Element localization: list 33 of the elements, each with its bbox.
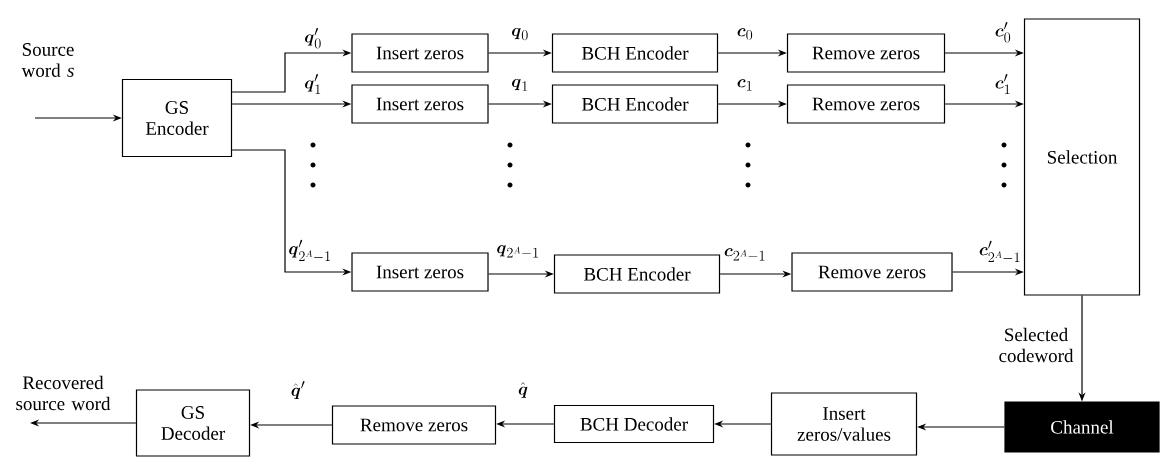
edge-label: $\boldsymbol{q}_{0}$ [512,28,528,41]
edge-label: $\boldsymbol{q}'_{2^{A}-1}$ [289,239,330,261]
edge-label: $\boldsymbol{c}'_{0}$ [995,21,1011,43]
process-box: Insert zeros [351,33,489,73]
edge-label: $\boldsymbol{q}_{2^{A}-1}$ [497,245,538,258]
edge-label: $\boldsymbol{c}_{0}$ [737,28,753,40]
process-box: Remove zeros [786,84,946,124]
process-box: Remove zeros [331,405,497,445]
process-box: Insert zeros [351,84,489,124]
process-box: BCH Decoder [553,404,715,444]
process-box: Remove zeros [791,252,953,292]
edge-label: $\hat{\boldsymbol{q}}'$ [291,380,305,399]
channel-box: Channel [1004,401,1160,453]
process-box: BCH Encoder [551,33,719,73]
edge-label: $\boldsymbol{c}_{2^{A}-1}$ [724,248,765,261]
edge-label: Recovered source word [16,375,111,411]
process-box: BCH Encoder [551,84,719,124]
edge-label: Selected codeword [999,327,1074,363]
process-box: GS Encoder [121,78,233,158]
edge-label: Source word s [21,43,74,77]
process-box: BCH Encoder [553,254,721,294]
process-box: Selection [1023,18,1141,296]
edge-label: $\boldsymbol{c}'_{2^{A}-1}$ [979,240,1020,262]
process-box: GS Decoder [135,389,251,457]
process-box: Remove zeros [786,33,946,73]
process-box: Insert zeros/values [770,392,918,456]
process-box: Insert zeros [351,252,489,292]
edge-label: $\boldsymbol{c}_{1}$ [737,79,752,91]
edge-label: $\boldsymbol{q}'_{1}$ [305,73,321,94]
edge-label: $\boldsymbol{c}'_{1}$ [995,73,1010,94]
edge-label: $\hat{\boldsymbol{q}}$ [518,382,528,398]
edge-label: $\boldsymbol{q}'_{0}$ [305,27,321,49]
edge-label: $\boldsymbol{q}_{1}$ [512,79,528,91]
